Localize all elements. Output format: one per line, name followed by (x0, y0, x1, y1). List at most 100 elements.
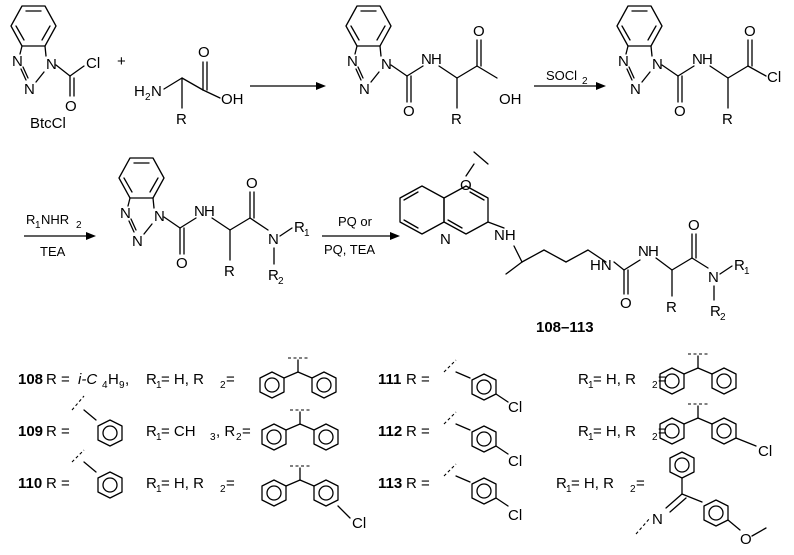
r1-r2-def-108: = H, R (161, 371, 204, 388)
reaction-arrow-3: R 1 NHR 2 TEA (24, 212, 96, 259)
atom-R: R (722, 111, 733, 128)
subscript-2: 2 (720, 312, 726, 323)
atom-R: R (666, 299, 677, 316)
subscript-2: 2 (220, 380, 226, 391)
subscript-2: 2 (220, 484, 226, 495)
compound-number-111: 111 (378, 371, 401, 388)
atom-N: N (381, 56, 392, 73)
subscript-4: 4 (102, 380, 108, 391)
intermediate-acid-chloride-structure: N N N O N H R O Cl (616, 5, 781, 128)
intermediate-amide-structure: N N N O N H R O N R 1 R 2 (118, 157, 310, 287)
subscript-2: 2 (582, 76, 588, 87)
atom-N: N (440, 231, 451, 248)
btccl-structure: N N N Cl O BtcCl (10, 5, 100, 132)
atom-N: N (630, 81, 641, 98)
atom-NH: NH (494, 227, 516, 244)
atom-H: H (648, 243, 659, 260)
subscript-3: 3 (210, 432, 216, 443)
compound-number-113: 113 (378, 475, 402, 492)
r-definition-108: R = (46, 371, 70, 388)
atom-N: N (268, 231, 279, 248)
atom-H: H (702, 51, 713, 68)
atom-H: H (134, 83, 145, 100)
atom-R1: R (734, 257, 745, 274)
r1-def-110: = H, R (161, 475, 204, 492)
r1-label-112: R (578, 423, 589, 440)
compound-range-label: 108–113 (536, 319, 594, 336)
eq-113: = (636, 475, 645, 492)
atom-R: R (224, 263, 235, 280)
subscript-9: 9 (119, 380, 125, 391)
atom-O: O (740, 531, 752, 548)
r1-label-110: R (146, 475, 157, 492)
atom-N: N (652, 56, 663, 73)
subscript-2: 2 (76, 220, 82, 231)
eq-109: = (242, 423, 251, 440)
atom-N: N (692, 51, 703, 68)
eq-108: = (226, 371, 235, 388)
subscript-2: 2 (145, 92, 151, 103)
row-109: 109 R = R 1 = CH 3 , R 2 = (18, 395, 339, 451)
subscript-2: 2 (652, 432, 658, 443)
atom-HN: HN (590, 257, 612, 274)
r1-label-113: R (556, 475, 567, 492)
subscript-1: 1 (744, 266, 750, 277)
atom-N: N (194, 203, 205, 220)
atom-O: O (688, 217, 700, 234)
row-110: 110 R = R 1 = H, R 2 = Cl (18, 449, 366, 532)
atom-O: O (65, 98, 77, 115)
atom-N: N (347, 53, 358, 70)
atom-Cl: Cl (758, 443, 772, 460)
atom-N: N (652, 511, 663, 528)
atom-Cl: Cl (508, 399, 522, 416)
atom-N: N (154, 208, 165, 225)
atom-OH: OH (499, 91, 522, 108)
atom-N: N (12, 53, 23, 70)
atom-O: O (176, 255, 188, 272)
compound-number-108: 108 (18, 371, 43, 388)
btccl-label: BtcCl (30, 115, 66, 132)
row-111: 111 R = Cl R 1 = H, R 2 = (378, 353, 737, 416)
subscript-1: 1 (35, 220, 41, 231)
r-definition-109: R = (46, 423, 70, 440)
row-113: 113 R = Cl R 1 = H, R 2 = N O (378, 451, 767, 548)
eq-110: = (226, 475, 235, 492)
row-112: 112 R = Cl R 1 = H, R 2 = Cl (378, 403, 772, 470)
plus-sign: + (117, 53, 126, 70)
atom-Cl: Cl (352, 515, 366, 532)
subscript-1: 1 (588, 432, 594, 443)
atom-R2: R (268, 267, 279, 284)
subscript-2: 2 (278, 276, 284, 287)
atom-H: H (204, 203, 215, 220)
r-definition-111: R = (406, 371, 430, 388)
r1-def-112: = H, R (593, 423, 636, 440)
amino-acid-structure: H 2 N O OH R (134, 44, 244, 128)
atom-N: N (359, 81, 370, 98)
subscript-2: 2 (236, 432, 242, 443)
atom-O: O (620, 295, 632, 312)
r-value-108-h: H (108, 371, 119, 388)
reagent-socl2: SOCl (546, 68, 577, 83)
r-definition-113: R = (406, 475, 430, 492)
r1-def-113: = H, R (571, 475, 614, 492)
atom-H: H (431, 51, 442, 68)
compound-number-112: 112 (378, 423, 402, 440)
reagent-tea: TEA (40, 244, 66, 259)
atom-Cl: Cl (86, 55, 100, 72)
subscript-2: 2 (630, 484, 636, 495)
r1-label-109: R (146, 423, 157, 440)
atom-N: N (708, 269, 719, 286)
r-value-108: i-C (78, 371, 97, 388)
atom-O: O (674, 103, 686, 120)
r2-label-109: , R (216, 423, 235, 440)
r1-r2-label-108: R (146, 371, 157, 388)
atom-O: O (246, 175, 258, 192)
reaction-arrow-4: PQ or PQ, TEA (322, 214, 400, 257)
subscript-1: 1 (304, 228, 310, 239)
atom-OH: OH (221, 91, 244, 108)
r-definition-112: R = (406, 423, 430, 440)
atom-N: N (638, 243, 649, 260)
atom-R: R (176, 111, 187, 128)
atom-R1: R (294, 219, 305, 236)
